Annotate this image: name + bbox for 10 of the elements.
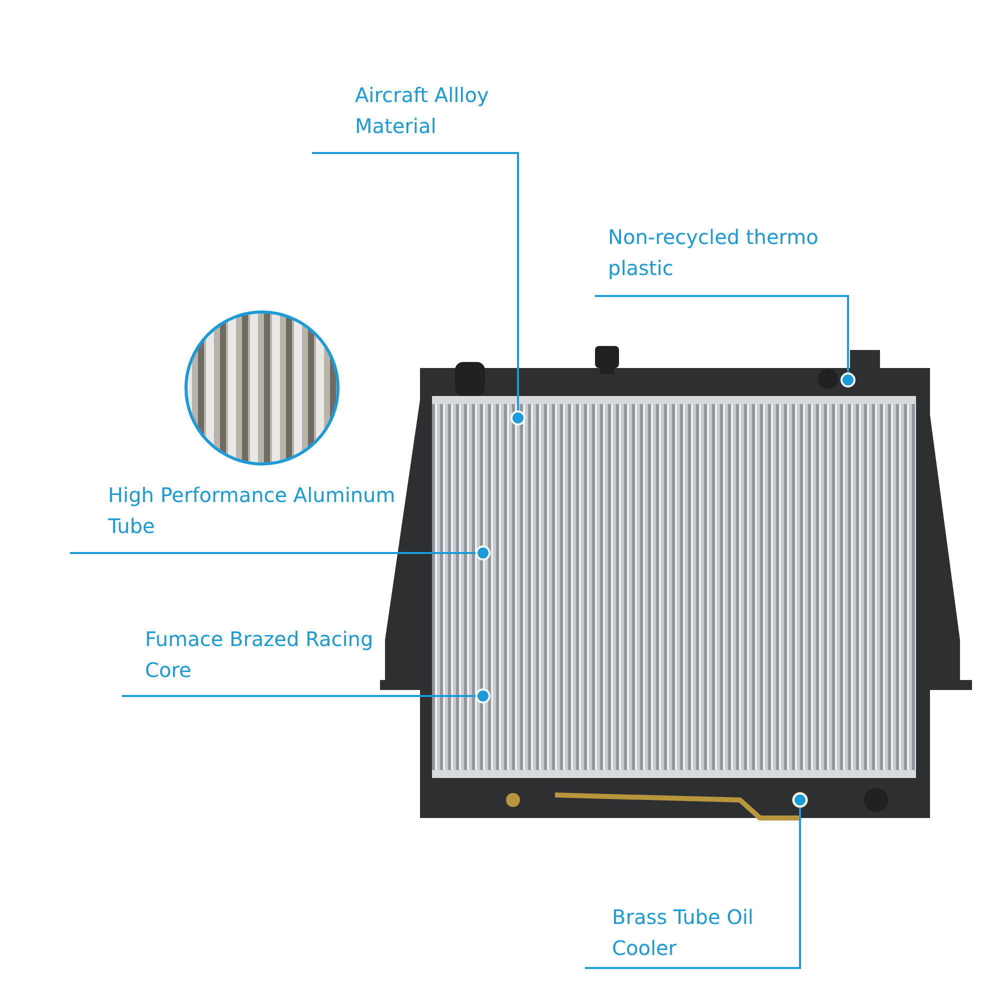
callout-label: Fumace Brazed Racing Core [145,624,395,686]
leader-line [585,792,808,969]
leader-line [595,295,856,388]
leader-line [312,152,526,426]
callout-label: Brass Tube Oil Cooler [612,902,782,964]
callout-label: Non-recycled thermo plastic [608,222,848,284]
callout-label: High Performance Aluminum Tube [108,480,428,542]
leader-line [70,546,490,560]
leader-line [122,688,490,704]
callout-label: Aircraft Allloy Material [355,80,525,142]
